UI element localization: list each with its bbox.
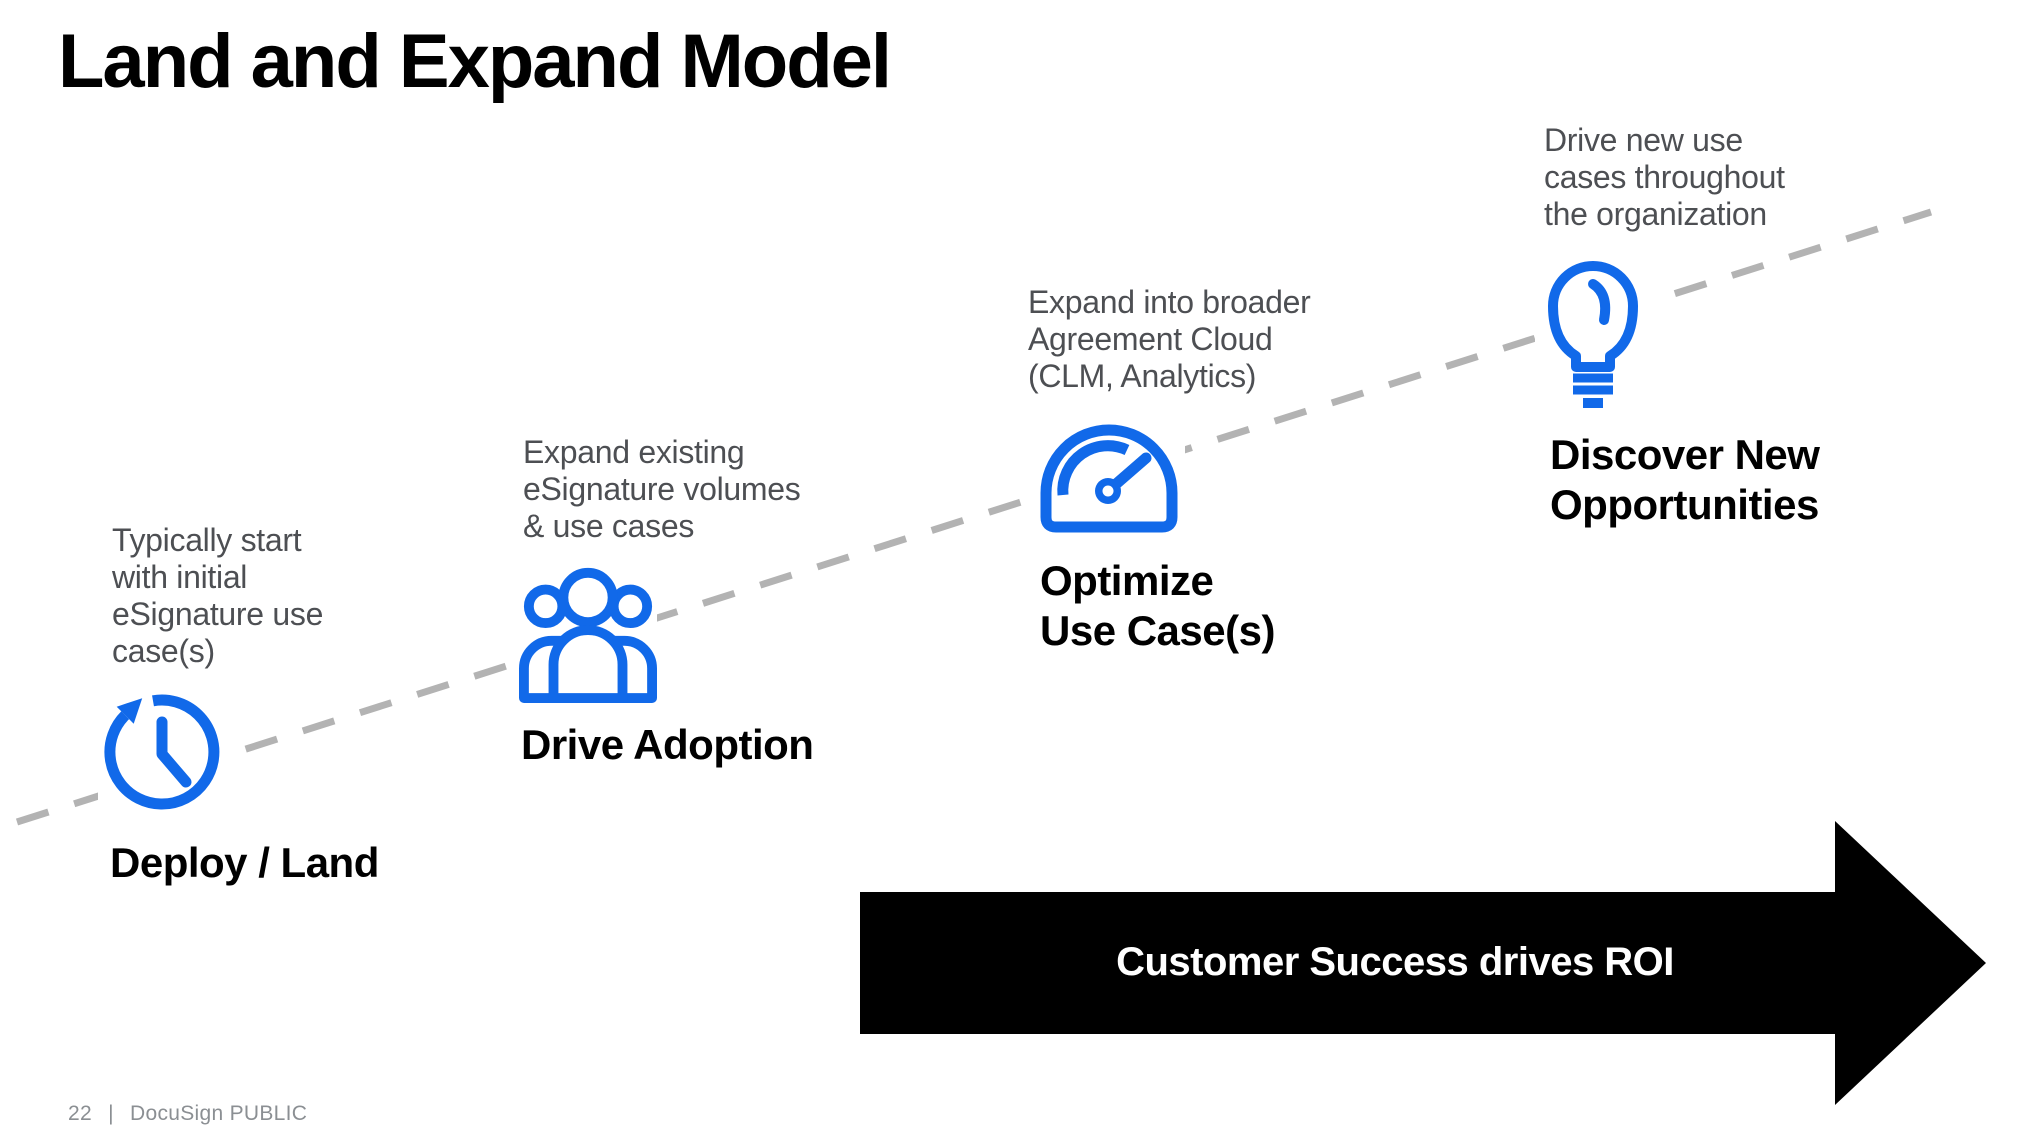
stage-adoption-description: Expand existing eSignature volumes & use… bbox=[523, 434, 801, 544]
history-clock-icon bbox=[98, 688, 226, 816]
stage-optimize-description: Expand into broader Agreement Cloud (CLM… bbox=[1028, 284, 1311, 394]
slide-footer: 22 | DocuSign PUBLIC bbox=[68, 1102, 317, 1126]
footer-classification: DocuSign PUBLIC bbox=[130, 1102, 308, 1125]
stage-discover-label: Discover New Opportunities bbox=[1550, 431, 1820, 528]
speedometer-icon bbox=[1033, 420, 1185, 538]
stage-adoption-label: Drive Adoption bbox=[521, 721, 814, 768]
stage-deploy-description: Typically start with initial eSignature … bbox=[112, 522, 324, 669]
lightbulb-icon bbox=[1535, 254, 1651, 416]
stage-optimize-label: Optimize Use Case(s) bbox=[1040, 557, 1275, 654]
stage-discover-description: Drive new use cases throughout the organ… bbox=[1544, 122, 1785, 232]
slide-title: Land and Expand Model bbox=[58, 19, 892, 104]
stage-deploy-label: Deploy / Land bbox=[110, 839, 379, 886]
roi-arrow-label: Customer Success drives ROI bbox=[1116, 940, 1674, 984]
footer-separator: | bbox=[108, 1102, 114, 1125]
people-group-icon bbox=[519, 558, 657, 704]
page-number: 22 bbox=[68, 1102, 92, 1125]
